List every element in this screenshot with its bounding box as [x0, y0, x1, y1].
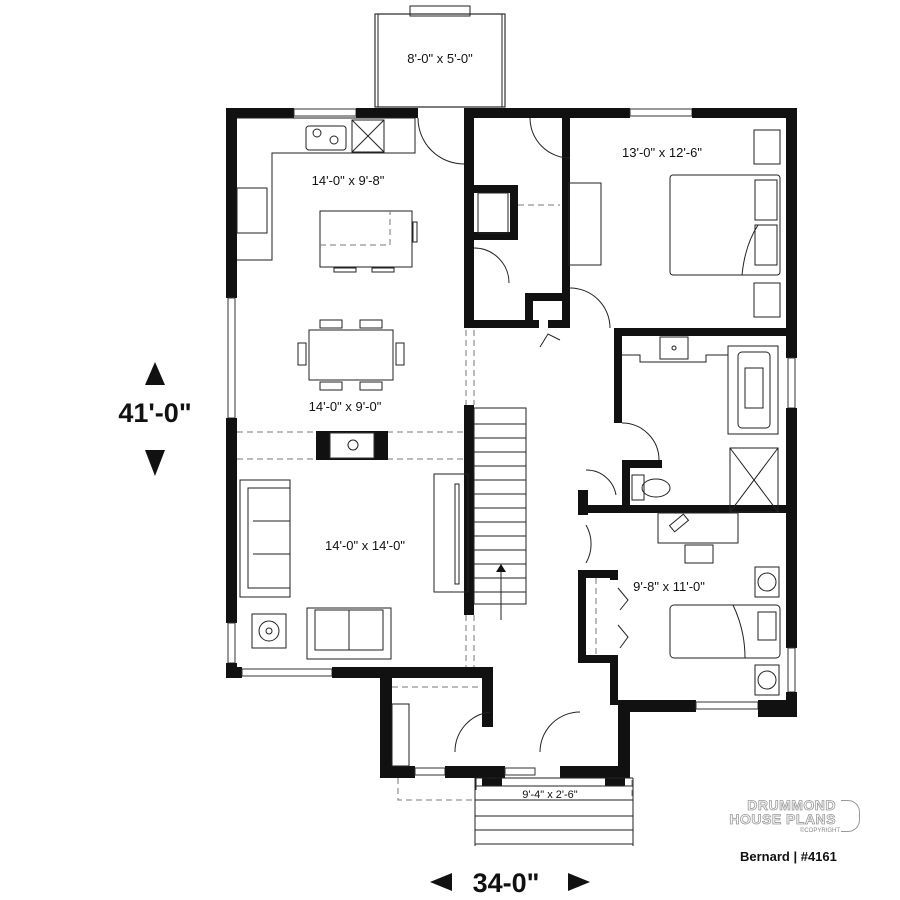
room-label-master-bedroom: 13'-0" x 12'-6" [622, 145, 702, 160]
exterior-walls [226, 108, 797, 786]
dimension-width: 34-0" [430, 868, 590, 898]
dimension-depth: 41'-0" [118, 362, 192, 476]
plan-name-number: Bernard | #4161 [740, 849, 837, 864]
master-bedroom-fixtures: 13'-0" x 12'-6" [518, 129, 781, 318]
interior-walls [464, 108, 797, 705]
bathroom-fixtures [622, 336, 779, 513]
overall-depth-label: 41'-0" [118, 398, 191, 428]
brand-name-line1: DRUMMOND [747, 797, 836, 813]
entry-porch: 9'-4" x 2'-6" [391, 686, 634, 846]
copyright-text: ©COPYRIGHT [799, 828, 840, 834]
living-fixtures: 14'-0" x 14'-0" [239, 473, 469, 660]
brand-name-line2: HOUSE PLANS [729, 811, 836, 827]
stairs [465, 330, 527, 667]
arrow-up-icon [145, 362, 165, 385]
overall-width-label: 34-0" [473, 868, 540, 898]
room-label-bedroom-2: 9'-8" x 11'-0" [633, 579, 705, 594]
doors [417, 117, 660, 753]
room-label-front-porch: 9'-4" x 2'-6" [522, 789, 578, 801]
dining-fixtures: 14'-0" x 9'-0" [237, 319, 464, 460]
room-label-rear-deck: 8'-0" x 5'-0" [407, 51, 473, 66]
rear-deck: 8'-0" x 5'-0" [374, 5, 506, 108]
arrow-down-icon [145, 450, 165, 476]
bedroom-2-fixtures: 9'-8" x 11'-0" [595, 512, 781, 696]
kitchen-fixtures: 14'-0" x 9'-8" [236, 117, 418, 273]
room-label-living: 14'-0" x 14'-0" [325, 538, 405, 553]
arrow-left-icon [430, 873, 452, 891]
room-label-kitchen: 14'-0" x 9'-8" [312, 173, 385, 188]
arrow-right-icon [568, 873, 590, 891]
brand-logo-icon [841, 800, 860, 832]
room-label-dining: 14'-0" x 9'-0" [309, 399, 382, 414]
brand-block: DRUMMOND HOUSE PLANS ©COPYRIGHT [729, 798, 862, 834]
